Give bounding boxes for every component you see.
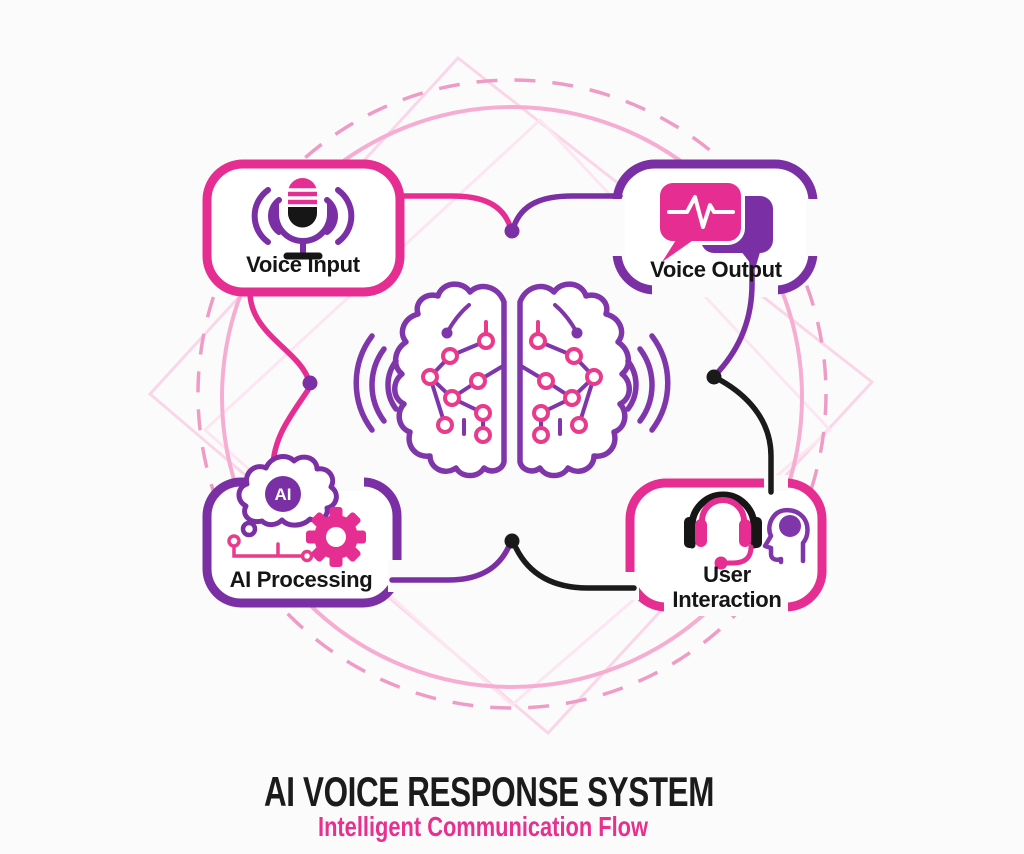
connector-bottom-right (513, 545, 637, 591)
headset-head-profile-icon (684, 491, 810, 570)
connectors (247, 193, 774, 591)
page-subtitle: Intelligent Communication Flow (318, 811, 648, 842)
microphone-sound-waves-icon (251, 178, 355, 260)
headset-mic-boom (724, 544, 754, 566)
node-labels: Voice Input Voice Output AI Processing U… (230, 252, 784, 612)
waveform-line (667, 195, 735, 229)
junction-dot-top (504, 223, 520, 239)
speech-bubbles-waveform-icon (656, 179, 773, 269)
voice-input-label: Voice Input (246, 252, 361, 277)
headset-mic-tip (714, 556, 728, 570)
background-circle-dashed (196, 78, 828, 710)
mic-stripes (288, 188, 317, 208)
connector-top-right (511, 193, 623, 229)
junction-dot-left (302, 375, 318, 391)
background-circle-solid (220, 105, 804, 689)
ai-cloud-gear-circuit-icon: AI (227, 454, 366, 567)
speech-bubble-back-tail (740, 249, 761, 269)
headset-right-cup (751, 517, 762, 548)
user-interaction-label-line2: Interaction (672, 587, 781, 612)
connector-right-lower (717, 377, 774, 495)
connector-top-left (397, 193, 513, 229)
user-interaction-label-line1: User (703, 562, 751, 587)
headset-band-pad (699, 497, 747, 524)
background-decorations (147, 55, 875, 736)
background-diamond-outer (147, 55, 875, 736)
headset-left-cup (684, 517, 695, 548)
ai-brain-circuit-icon (353, 281, 668, 479)
ai-badge-circle (265, 476, 301, 512)
head-profile-icon (762, 507, 810, 565)
thought-bubble-small (240, 520, 258, 538)
sound-waves-left-icon (353, 333, 399, 433)
head-brain-dot (779, 515, 801, 537)
ai-processing-label: AI Processing (230, 567, 373, 592)
connector-right-upper (716, 259, 755, 374)
junction-dot-bottom (504, 533, 520, 549)
brain-left-hemisphere (392, 281, 507, 479)
headset-left-pad (695, 519, 707, 547)
ai-badge-label: AI (275, 485, 292, 504)
title-block: AI VOICE RESPONSE SYSTEM Intelligent Com… (264, 768, 715, 842)
brain-circuit-left (421, 303, 505, 444)
junction-dot-right (706, 369, 722, 385)
circuit-trace-icon (227, 534, 314, 563)
mic-lower-half (288, 207, 317, 228)
voice-input-box (202, 159, 405, 297)
headset-band (688, 491, 758, 549)
background-diamond-inner (202, 117, 833, 707)
speech-bubble-front-tail (662, 240, 692, 262)
gear-icon (306, 507, 366, 567)
voice-output-label: Voice Output (650, 257, 783, 282)
connector-left-upper (247, 289, 310, 379)
sound-waves-right-icon (628, 336, 668, 430)
connector-bottom-left (389, 543, 512, 583)
brain-right-hemisphere (520, 284, 629, 475)
page-title: AI VOICE RESPONSE SYSTEM (264, 768, 714, 815)
headset-right-pad (739, 519, 751, 547)
